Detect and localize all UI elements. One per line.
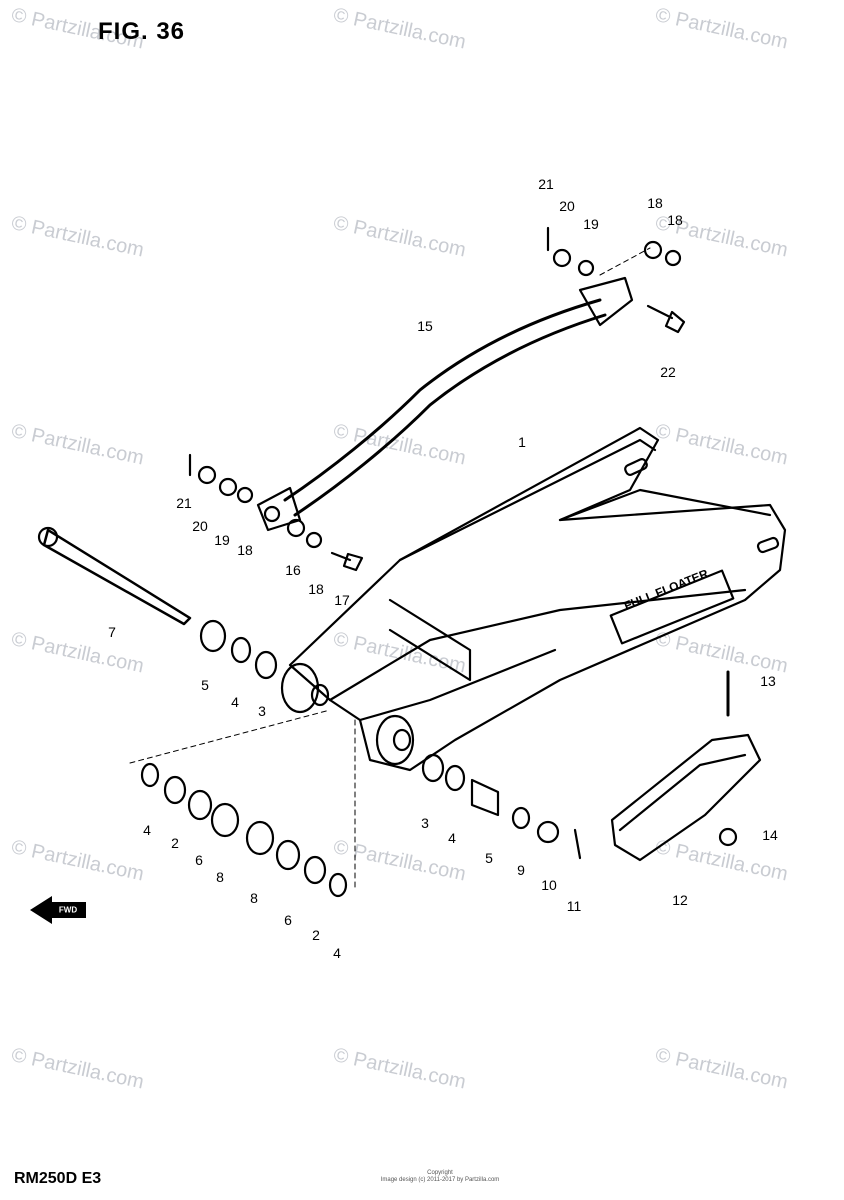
bearing-3b: [421, 753, 445, 783]
chain-buffer-inner: [618, 753, 747, 832]
callout-5[interactable]: 5: [485, 850, 493, 866]
rod-15-lower: [293, 313, 607, 517]
callout-6[interactable]: 6: [284, 912, 292, 928]
seal-4b: [328, 872, 348, 898]
callout-8[interactable]: 8: [216, 869, 224, 885]
bolt-22: [646, 304, 686, 334]
copyright-line: Image design (c) 2011-2017 by Partzilla.…: [380, 1177, 500, 1183]
washer-9: [511, 806, 531, 830]
callout-10[interactable]: 10: [541, 877, 557, 893]
spacer-8: [210, 802, 240, 838]
nut-10: [536, 820, 560, 844]
axle-slot: [624, 458, 648, 476]
washer-6b: [275, 839, 301, 871]
callout-19[interactable]: 19: [214, 532, 230, 548]
swingarm-outline: [288, 426, 787, 772]
axle-slot: [756, 536, 780, 554]
callout-17[interactable]: 17: [334, 592, 350, 608]
swingarm-right-edge: [558, 488, 772, 522]
callout-4[interactable]: 4: [448, 830, 456, 846]
fwd-label: FWD: [58, 905, 78, 915]
rod-end-right: [578, 276, 634, 327]
seal-4c: [444, 764, 466, 792]
swingarm-inner-edge: [358, 648, 557, 722]
callout-18[interactable]: 18: [308, 581, 324, 597]
rod-end-bore: [263, 505, 281, 523]
bearing-3: [254, 650, 278, 680]
callout-15[interactable]: 15: [417, 318, 433, 334]
callout-21[interactable]: 21: [176, 495, 192, 511]
callout-11[interactable]: 11: [566, 898, 582, 914]
callout-18[interactable]: 18: [667, 212, 683, 228]
callout-18[interactable]: 18: [237, 542, 253, 558]
washer-2b: [303, 855, 327, 885]
callout-1[interactable]: 1: [518, 434, 526, 450]
washer-18: [643, 240, 663, 260]
callout-4[interactable]: 4: [333, 945, 341, 961]
callout-18[interactable]: 18: [647, 195, 663, 211]
callout-16[interactable]: 16: [285, 562, 301, 578]
fwd-arrow-icon: [30, 896, 86, 924]
washer-2: [163, 775, 187, 805]
pivot-bore: [392, 728, 412, 752]
swingarm-lower-edge: [328, 588, 747, 702]
pivot-shaft-7: [42, 528, 192, 626]
model-code: RM250D E3: [14, 1170, 102, 1187]
cotter-pin-11: [573, 828, 582, 860]
callout-8[interactable]: 8: [250, 890, 258, 906]
callout-20[interactable]: 20: [559, 198, 575, 214]
bushing-5b: [470, 778, 500, 817]
callout-22[interactable]: 22: [660, 364, 676, 380]
callout-9[interactable]: 9: [517, 862, 525, 878]
guide-line: [599, 247, 651, 276]
copyright-notice: Copyright Image design (c) 2011-2017 by …: [380, 1170, 500, 1184]
copyright-line: Copyright: [427, 1170, 453, 1176]
callout-5[interactable]: 5: [201, 677, 209, 693]
washer-18-left: [236, 486, 254, 504]
callout-12[interactable]: 12: [672, 892, 688, 908]
seal-4-lower: [140, 762, 160, 788]
callout-14[interactable]: 14: [762, 827, 778, 843]
washer-19: [577, 259, 595, 277]
swingarm-crossmember: [388, 598, 472, 682]
bushing-5: [199, 619, 227, 653]
callout-21[interactable]: 21: [538, 176, 554, 192]
rod-15: [283, 298, 602, 502]
pivot-tube-right: [375, 714, 415, 766]
figure-title: FIG. 36: [98, 18, 186, 45]
collar-16: [286, 518, 306, 538]
callout-2[interactable]: 2: [171, 835, 179, 851]
guide-line: [129, 709, 331, 764]
washer-6: [187, 789, 213, 821]
nut-14: [718, 827, 738, 847]
pivot-tube-left: [280, 662, 320, 714]
washer-19-left: [218, 477, 238, 497]
callout-13[interactable]: 13: [760, 673, 776, 689]
callout-6[interactable]: 6: [195, 852, 203, 868]
full-floater-badge: [609, 569, 735, 645]
seal-4: [230, 636, 252, 664]
nut-20: [552, 248, 572, 268]
swingarm-top-edge: [398, 438, 657, 562]
bolt-17: [330, 551, 364, 572]
callout-4[interactable]: 4: [143, 822, 151, 838]
pivot-shaft-head: [37, 526, 59, 548]
washer-18b: [664, 249, 682, 267]
callout-19[interactable]: 19: [583, 216, 599, 232]
callout-4[interactable]: 4: [231, 694, 239, 710]
pivot-bore: [310, 683, 330, 707]
callout-7[interactable]: 7: [108, 624, 116, 640]
chain-buffer-12: [610, 733, 762, 862]
spacer-8b: [245, 820, 275, 856]
washer-18-mid: [305, 531, 323, 549]
callout-3[interactable]: 3: [421, 815, 429, 831]
nut-20-left: [197, 465, 217, 485]
callout-20[interactable]: 20: [192, 518, 208, 534]
callout-3[interactable]: 3: [258, 703, 266, 719]
callout-2[interactable]: 2: [312, 927, 320, 943]
